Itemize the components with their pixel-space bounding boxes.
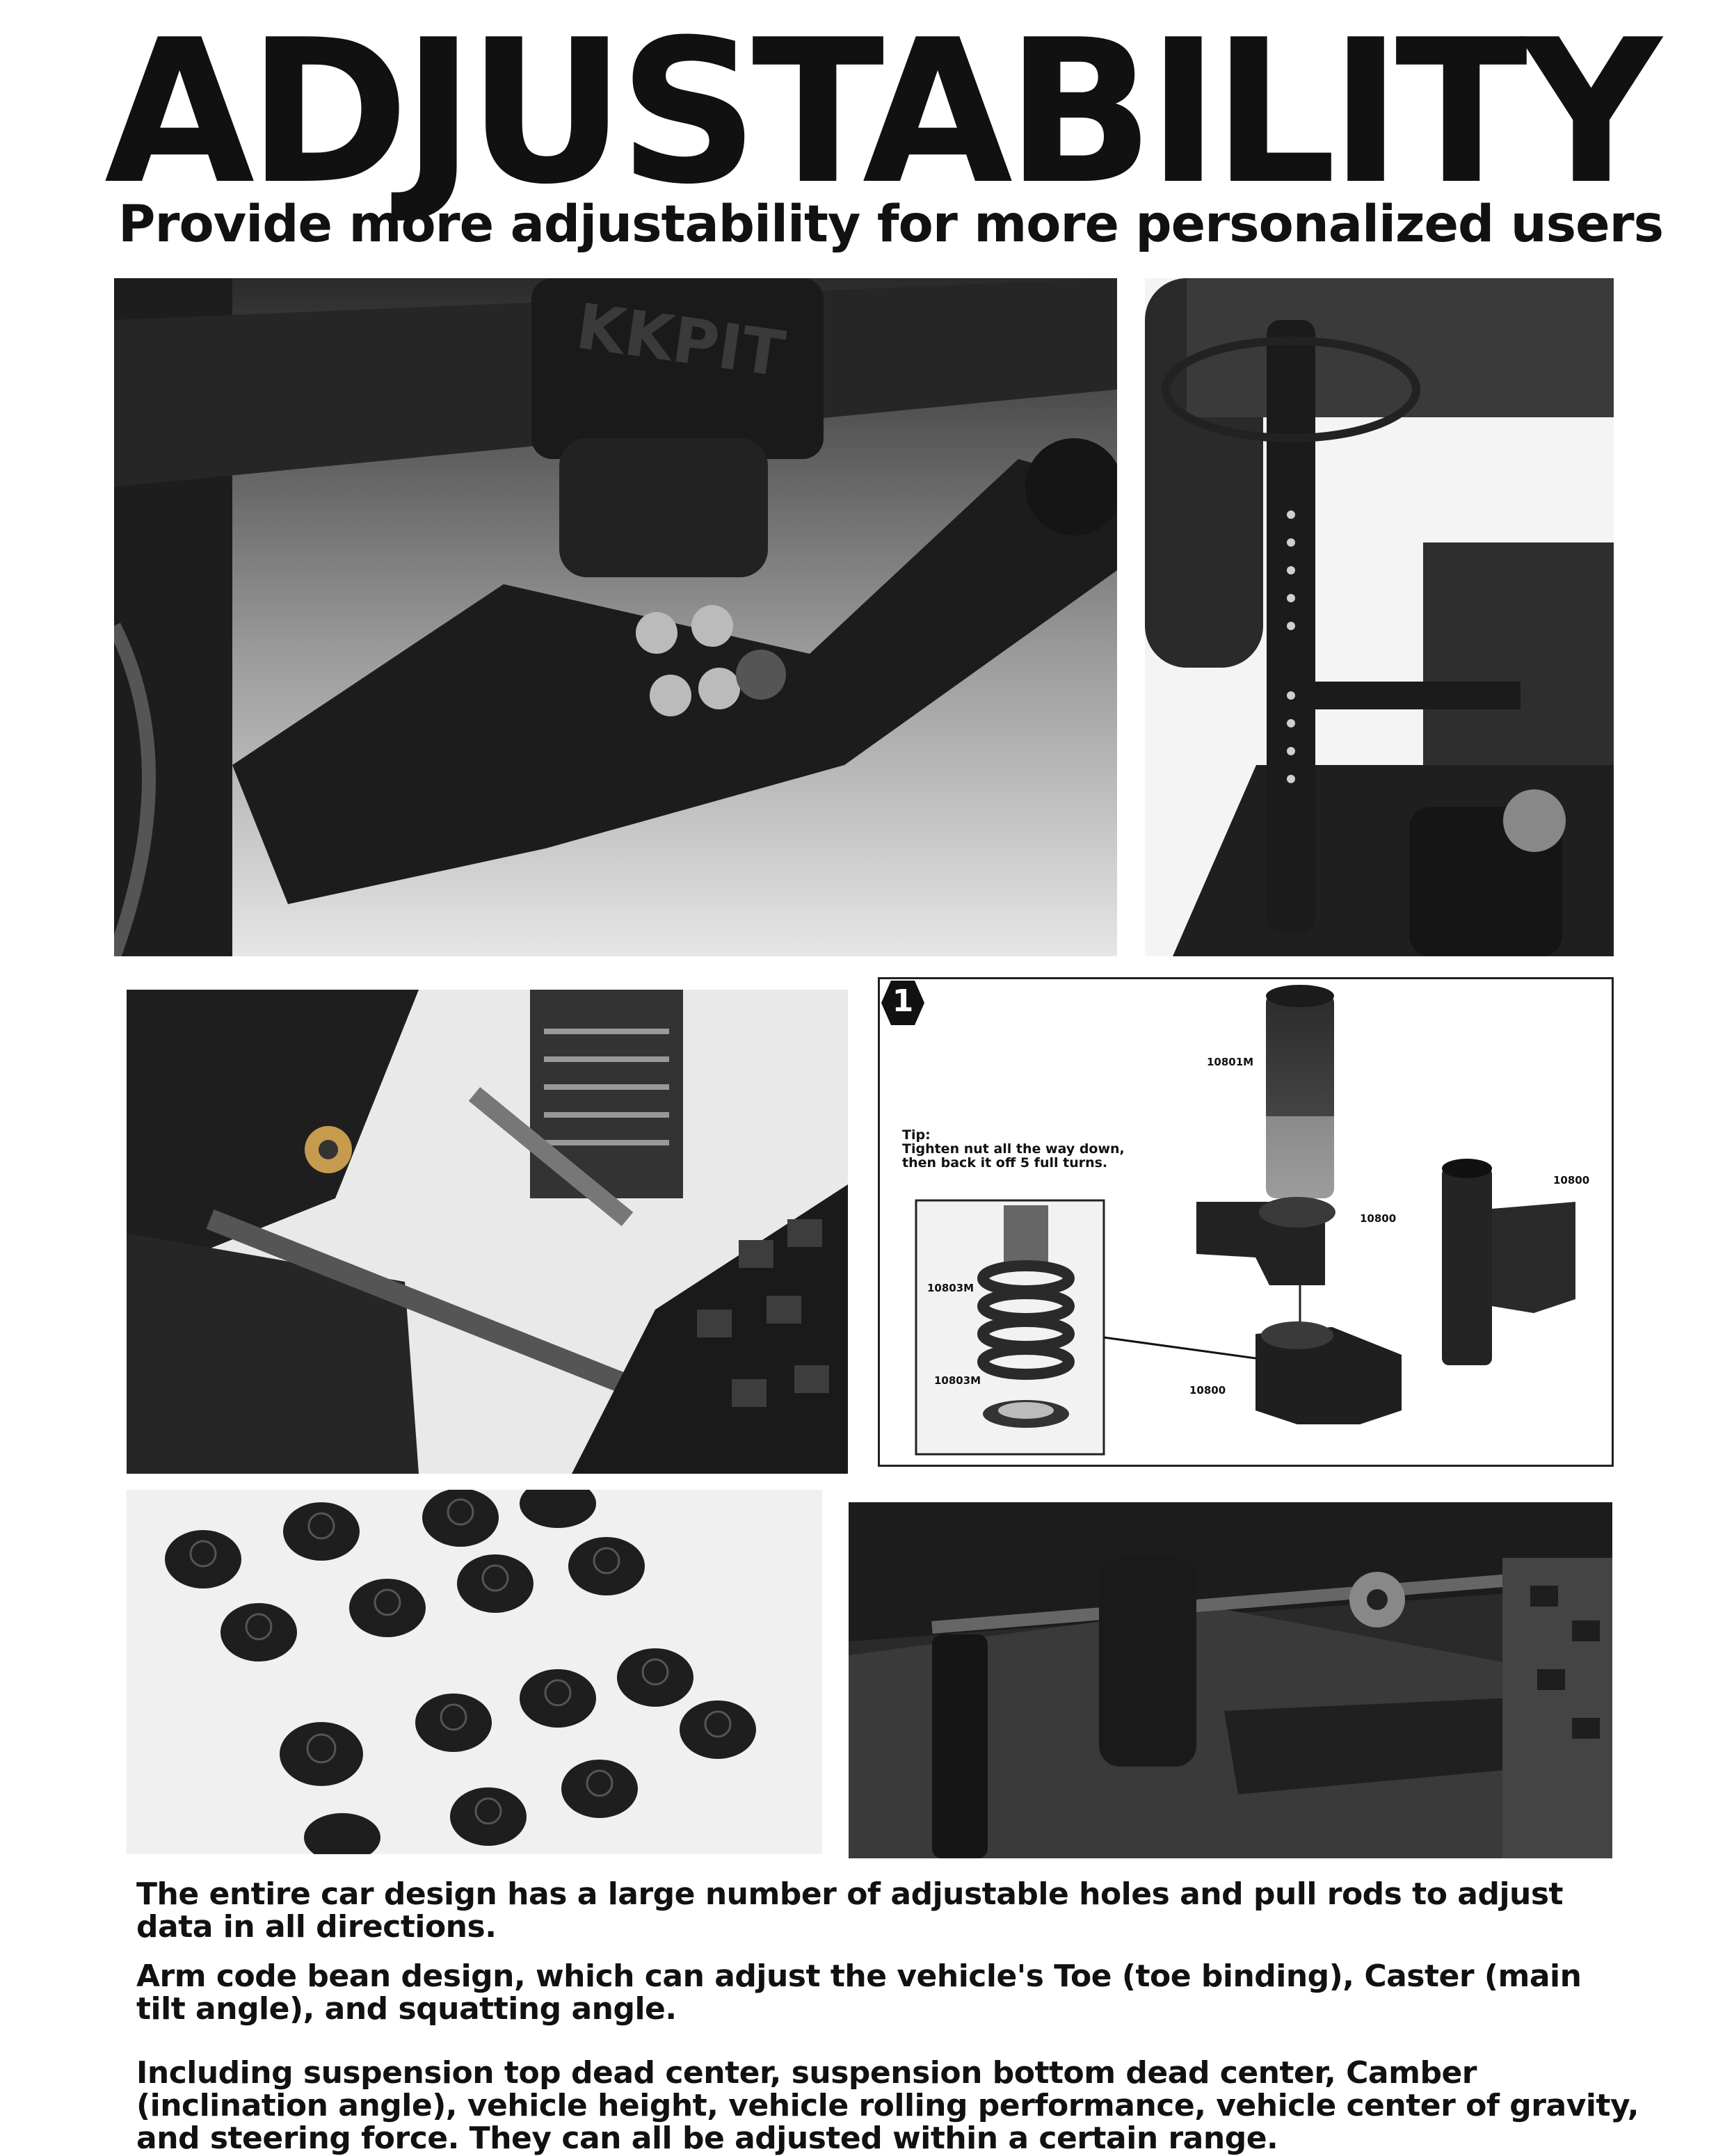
page-subtitle: Provide more adjustability for more pers…: [118, 195, 1664, 254]
label-hub-side: 10800: [1553, 1174, 1590, 1186]
label-collar: 10803M: [934, 1374, 981, 1387]
description-paragraph-1: The entire car design has a large number…: [136, 1876, 1564, 1945]
photo-steering-linkage: [127, 990, 848, 1474]
assembly-drawings: [915, 985, 1575, 1456]
photo-rear-hub: [849, 1502, 1612, 1858]
assembly-tip: Tip: Tighten nut all the way down, then …: [902, 1127, 1125, 1170]
photo-body-post: [1145, 278, 1614, 956]
label-shock-body: 10801M: [1207, 1056, 1254, 1068]
description-paragraph-3: Including suspension top dead center, su…: [136, 2055, 1639, 2156]
label-hub-bottom: 10800: [1189, 1384, 1226, 1397]
assembly-diagram: 1 Tip: Tighten nut all the way down, the…: [878, 977, 1614, 1467]
photo-code-beans: [127, 1490, 822, 1854]
page-title: ADJUSTABILITY: [104, 0, 1662, 228]
description-paragraph-2: Arm code bean design, which can adjust t…: [136, 1958, 1582, 2027]
step-number-badge: 1: [880, 979, 926, 1027]
photo-shock-mount-arm: KKPIT: [114, 278, 1117, 956]
label-spring: 10803M: [927, 1282, 974, 1294]
label-hub-top: 10800: [1360, 1212, 1397, 1225]
